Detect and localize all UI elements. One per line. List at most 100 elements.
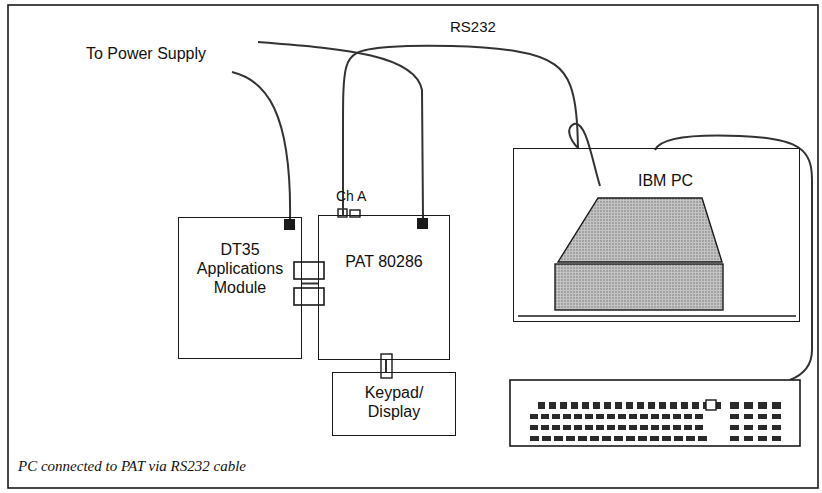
key [692, 402, 699, 409]
node-label: Keypad/ Display [339, 383, 449, 421]
key [618, 414, 626, 419]
key [585, 414, 593, 419]
keyboard [510, 380, 800, 446]
key [563, 414, 571, 419]
processor-board: PAT 80286 [318, 215, 450, 360]
key [626, 402, 633, 409]
node-label: IBM PC [638, 171, 791, 190]
key [640, 414, 648, 419]
key [744, 402, 753, 409]
key [637, 402, 644, 409]
key [772, 425, 781, 430]
key [629, 425, 637, 430]
key [542, 436, 551, 441]
power-cable [258, 42, 423, 218]
key [695, 414, 703, 419]
key [659, 402, 666, 409]
key [560, 402, 567, 409]
key [648, 402, 655, 409]
key [662, 436, 671, 441]
key [772, 414, 781, 419]
cable-note: To Power Supply [86, 45, 206, 63]
key [530, 414, 538, 419]
key [596, 425, 604, 430]
key [730, 414, 739, 419]
node-label: PAT 80286 [325, 252, 443, 271]
monitor-cable [569, 124, 600, 186]
key [629, 414, 637, 419]
cable [385, 360, 387, 372]
power-cable [232, 72, 290, 222]
key [554, 436, 563, 441]
key [744, 436, 753, 441]
key [772, 436, 781, 441]
key [552, 414, 560, 419]
desk-line [518, 315, 796, 316]
board-connector [294, 288, 324, 305]
key [698, 436, 707, 441]
port-name: Ch A [336, 188, 366, 204]
keyboard-keys [530, 400, 781, 441]
power-socket [284, 219, 295, 230]
key [758, 402, 767, 409]
key [549, 402, 556, 409]
key [530, 436, 539, 441]
key [602, 436, 611, 441]
frame [8, 5, 818, 488]
key [615, 402, 622, 409]
key [744, 425, 753, 430]
ribbon-connector [381, 354, 392, 378]
key [626, 436, 635, 441]
key [662, 425, 670, 430]
key [670, 402, 677, 409]
key [684, 414, 692, 419]
key [590, 436, 599, 441]
monitor-base [555, 264, 723, 310]
key [681, 402, 688, 409]
key [730, 425, 739, 430]
board-connector [294, 262, 324, 279]
key [578, 436, 587, 441]
module-box: DT35 Applications Module [178, 217, 302, 359]
key [582, 402, 589, 409]
key [730, 402, 739, 409]
key [730, 436, 739, 441]
key [673, 414, 681, 419]
key [772, 402, 781, 409]
key [607, 425, 615, 430]
monitor-screen [558, 198, 722, 262]
key [744, 414, 753, 419]
key [618, 425, 626, 430]
key [552, 425, 560, 430]
key [673, 425, 681, 430]
key [607, 414, 615, 419]
key [651, 414, 659, 419]
node-label: DT35 Applications Module [183, 240, 297, 298]
key [538, 402, 545, 409]
key [686, 436, 695, 441]
cable-label: RS232 [448, 18, 498, 35]
key [674, 436, 683, 441]
key [530, 425, 538, 430]
key [596, 414, 604, 419]
key [758, 414, 767, 419]
key [541, 414, 549, 419]
key [684, 425, 692, 430]
key [695, 425, 703, 430]
key [566, 436, 575, 441]
key [541, 425, 549, 430]
key [758, 425, 767, 430]
key [593, 402, 600, 409]
key [574, 425, 582, 430]
keypad-box: Keypad/ Display [332, 372, 456, 436]
key [662, 414, 670, 419]
key [651, 425, 659, 430]
key [706, 400, 716, 410]
cable [343, 46, 578, 215]
cable [302, 283, 318, 285]
computer-box: IBM PC [513, 148, 800, 322]
key [758, 436, 767, 441]
power-socket [417, 218, 428, 229]
key [574, 414, 582, 419]
